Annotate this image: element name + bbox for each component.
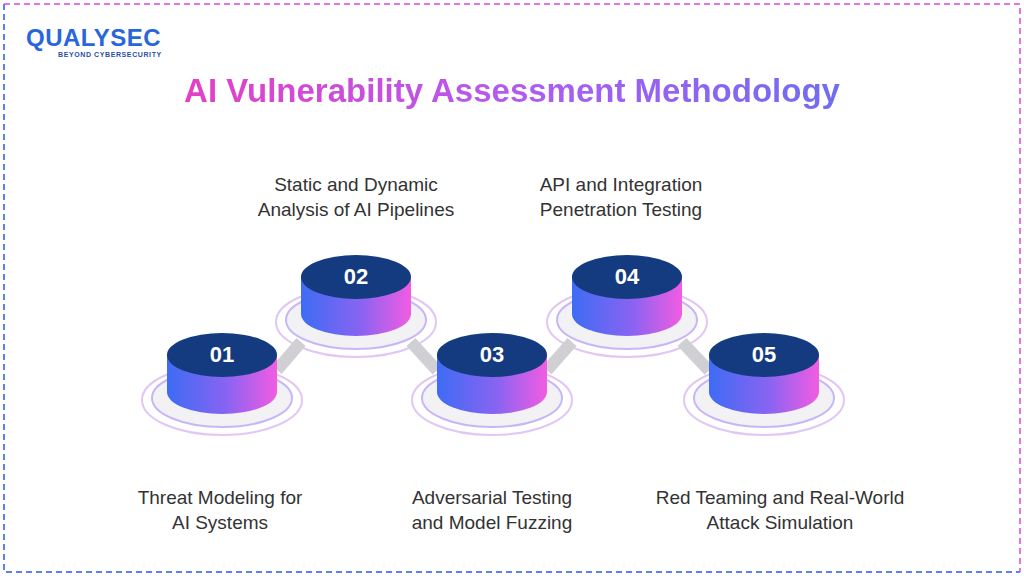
brand-logo: QUALYSEC: [26, 24, 161, 52]
cylinder-step: 02Static and Dynamic Analysis of AI Pipe…: [301, 252, 411, 342]
brand-tagline: BEYOND CYBERSECURITY: [58, 51, 162, 58]
connector-bar: [277, 342, 301, 370]
cylinder-step: 03Adversarial Testing and Model Fuzzing: [437, 330, 547, 420]
diagram-title: AI Vulnerability Assessment Methodology: [0, 72, 1024, 110]
step-caption: Static and Dynamic Analysis of AI Pipeli…: [244, 172, 469, 222]
cylinder-step: 01Threat Modeling for AI Systems: [167, 330, 277, 420]
step-caption: API and Integration Penetration Testing: [519, 172, 724, 222]
cylinder-step: 05Red Teaming and Real-World Attack Simu…: [709, 330, 819, 420]
connector-bar: [411, 342, 437, 371]
step-caption: Adversarial Testing and Model Fuzzing: [395, 485, 590, 535]
step-number: 02: [301, 262, 411, 292]
step-number: 04: [572, 262, 682, 292]
step-number: 03: [437, 340, 547, 370]
title-text: AI Vulnerability Assessment Methodology: [184, 72, 840, 109]
step-caption: Red Teaming and Real-World Attack Simula…: [638, 485, 923, 535]
connector-bar: [547, 342, 572, 370]
step-caption: Threat Modeling for AI Systems: [135, 485, 305, 535]
cylinder-step: 04API and Integration Penetration Testin…: [572, 252, 682, 342]
step-number: 05: [709, 340, 819, 370]
step-number: 01: [167, 340, 277, 370]
connector-bar: [682, 342, 709, 371]
